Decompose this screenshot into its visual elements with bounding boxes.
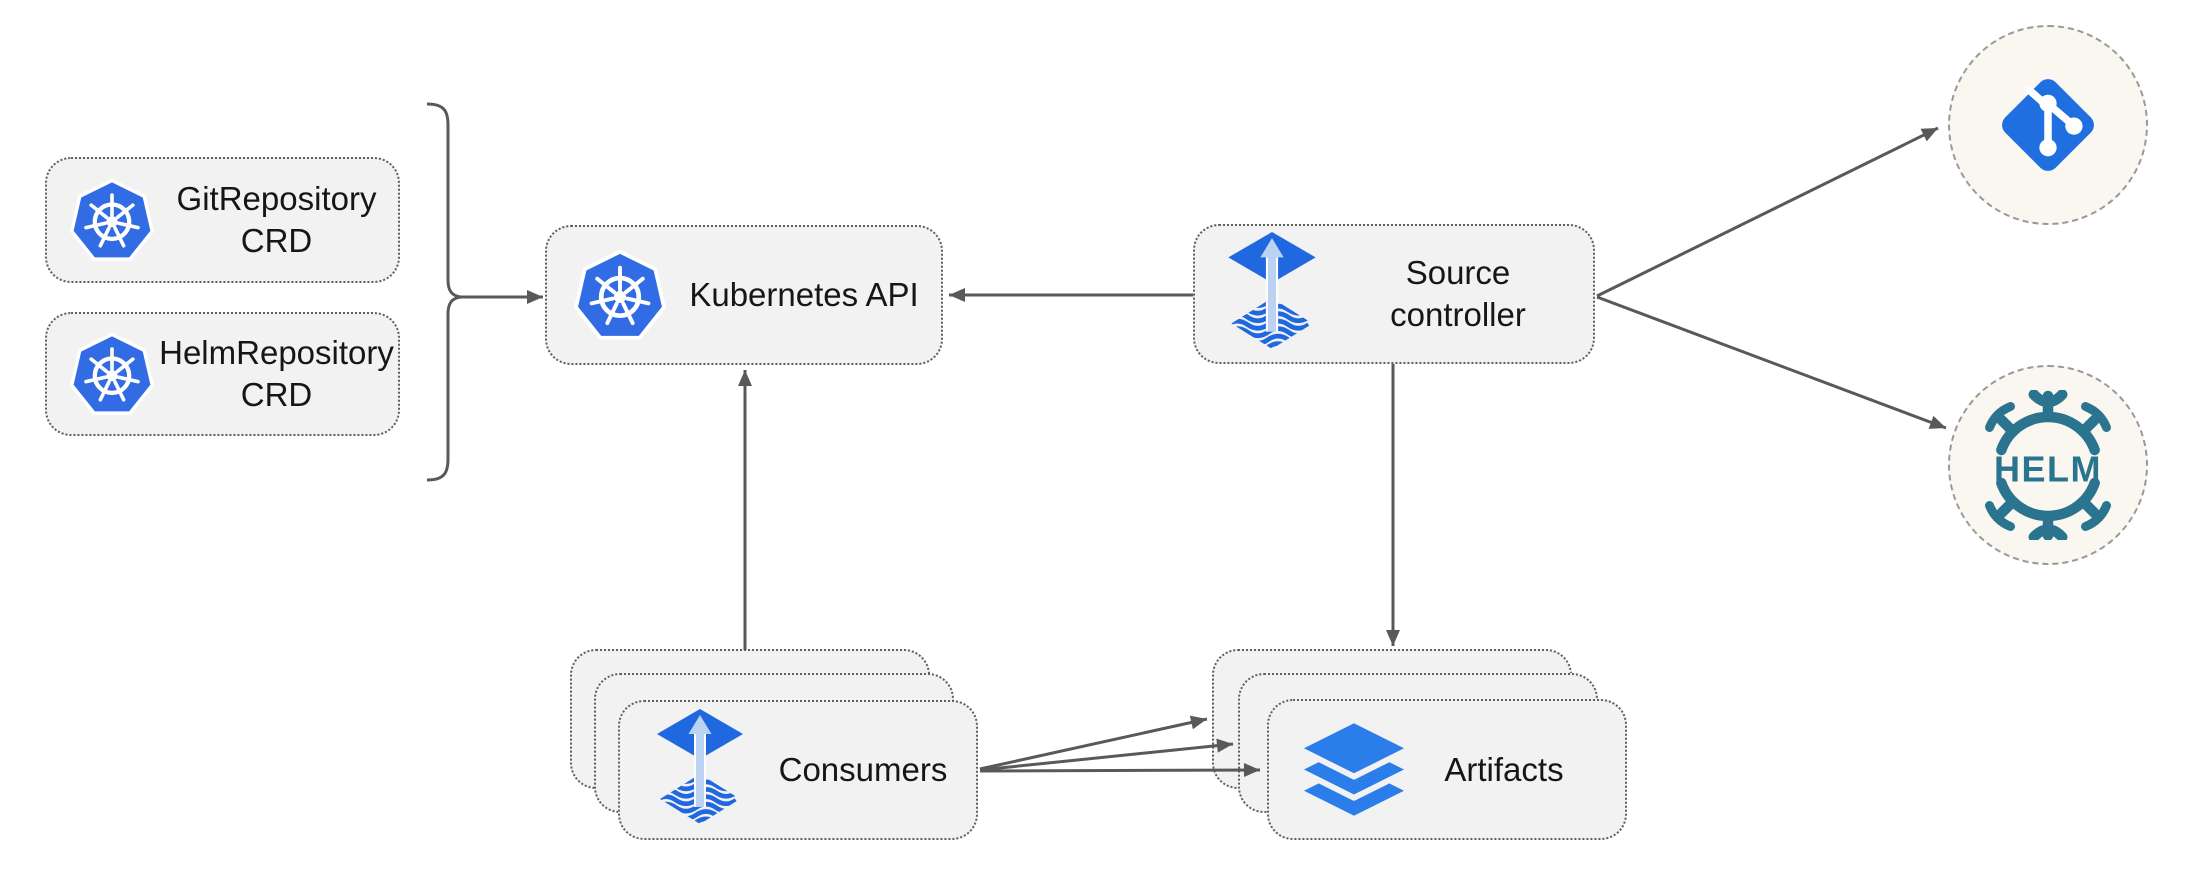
node-label: Kubernetes API: [689, 276, 919, 313]
node-label: GitRepository CRD: [176, 180, 377, 259]
node-label: HelmRepository CRD: [159, 334, 394, 413]
node-git-external: [1948, 25, 2148, 225]
node-artifacts: Artifacts: [1267, 699, 1627, 840]
edge-consumers-to-artifacts-1: [979, 715, 1208, 771]
kubernetes-icon: [573, 248, 667, 342]
node-label: Source controller: [1390, 254, 1526, 333]
node-helm-external: HELM: [1948, 365, 2148, 565]
edge-source-controller-to-helm: [1596, 295, 1947, 430]
helm-icon: HELM: [1985, 390, 2111, 540]
node-label: Artifacts: [1444, 750, 1564, 788]
crd-bracket: [426, 102, 462, 482]
flux-source-controller-icon: [650, 708, 750, 833]
kubernetes-icon: [69, 331, 155, 417]
helm-logo-text: HELM: [1994, 449, 2102, 490]
node-kubernetes-api: Kubernetes API: [545, 225, 943, 365]
edge-consumers-to-artifacts-2: [979, 738, 1234, 772]
node-label: Consumers: [778, 751, 948, 788]
node-git-repository-crd: GitRepository CRD: [45, 157, 400, 283]
node-source-controller: Source controller: [1193, 224, 1595, 364]
node-consumers: Consumers: [618, 700, 978, 840]
layers-icon: [1295, 720, 1413, 819]
kubernetes-icon: [69, 177, 155, 263]
node-helm-repository-crd: HelmRepository CRD: [45, 312, 400, 436]
flux-source-controller-icon: [1221, 231, 1323, 358]
edge-source-controller-to-git: [1596, 126, 1939, 298]
git-icon: [2002, 79, 2094, 171]
